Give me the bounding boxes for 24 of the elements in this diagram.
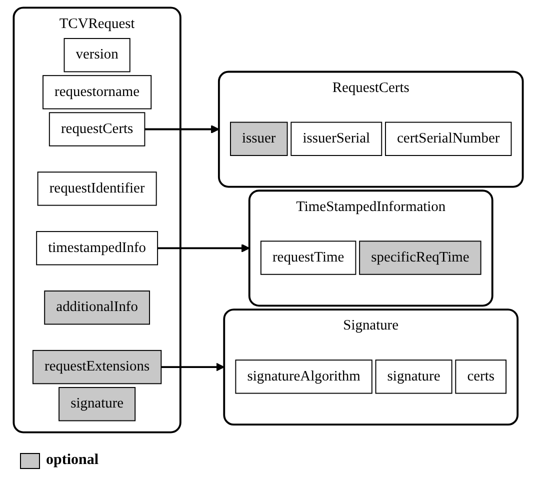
field-box: requestorname bbox=[42, 75, 152, 110]
field-box: additionalInfo bbox=[44, 290, 150, 325]
field-box: issuerSerial bbox=[290, 122, 382, 156]
field-box: requestCerts bbox=[48, 112, 145, 146]
arrow bbox=[144, 125, 220, 134]
arrow bbox=[157, 244, 250, 252]
arrow bbox=[160, 362, 224, 372]
field-box: specificReqTime bbox=[358, 240, 482, 275]
field-box: signature bbox=[375, 360, 452, 394]
field-box: requestExtensions bbox=[32, 350, 162, 384]
record-title: TimeStampedInformation bbox=[296, 199, 446, 215]
field-box: certSerialNumber bbox=[384, 122, 512, 156]
field-box: requestTime bbox=[260, 240, 356, 275]
record-title: TCVRequest bbox=[59, 16, 135, 32]
field-box: issuer bbox=[230, 122, 288, 156]
field-box: signatureAlgorithm bbox=[234, 360, 372, 394]
field-box: requestIdentifier bbox=[37, 172, 157, 206]
record-title: RequestCerts bbox=[332, 80, 410, 96]
legend-label: optional bbox=[46, 452, 99, 469]
field-box: signature bbox=[58, 387, 136, 422]
record-title: Signature bbox=[342, 318, 398, 334]
field-box: certs bbox=[454, 360, 506, 394]
field-box: timestampedInfo bbox=[36, 231, 158, 266]
field-box: version bbox=[64, 38, 130, 72]
